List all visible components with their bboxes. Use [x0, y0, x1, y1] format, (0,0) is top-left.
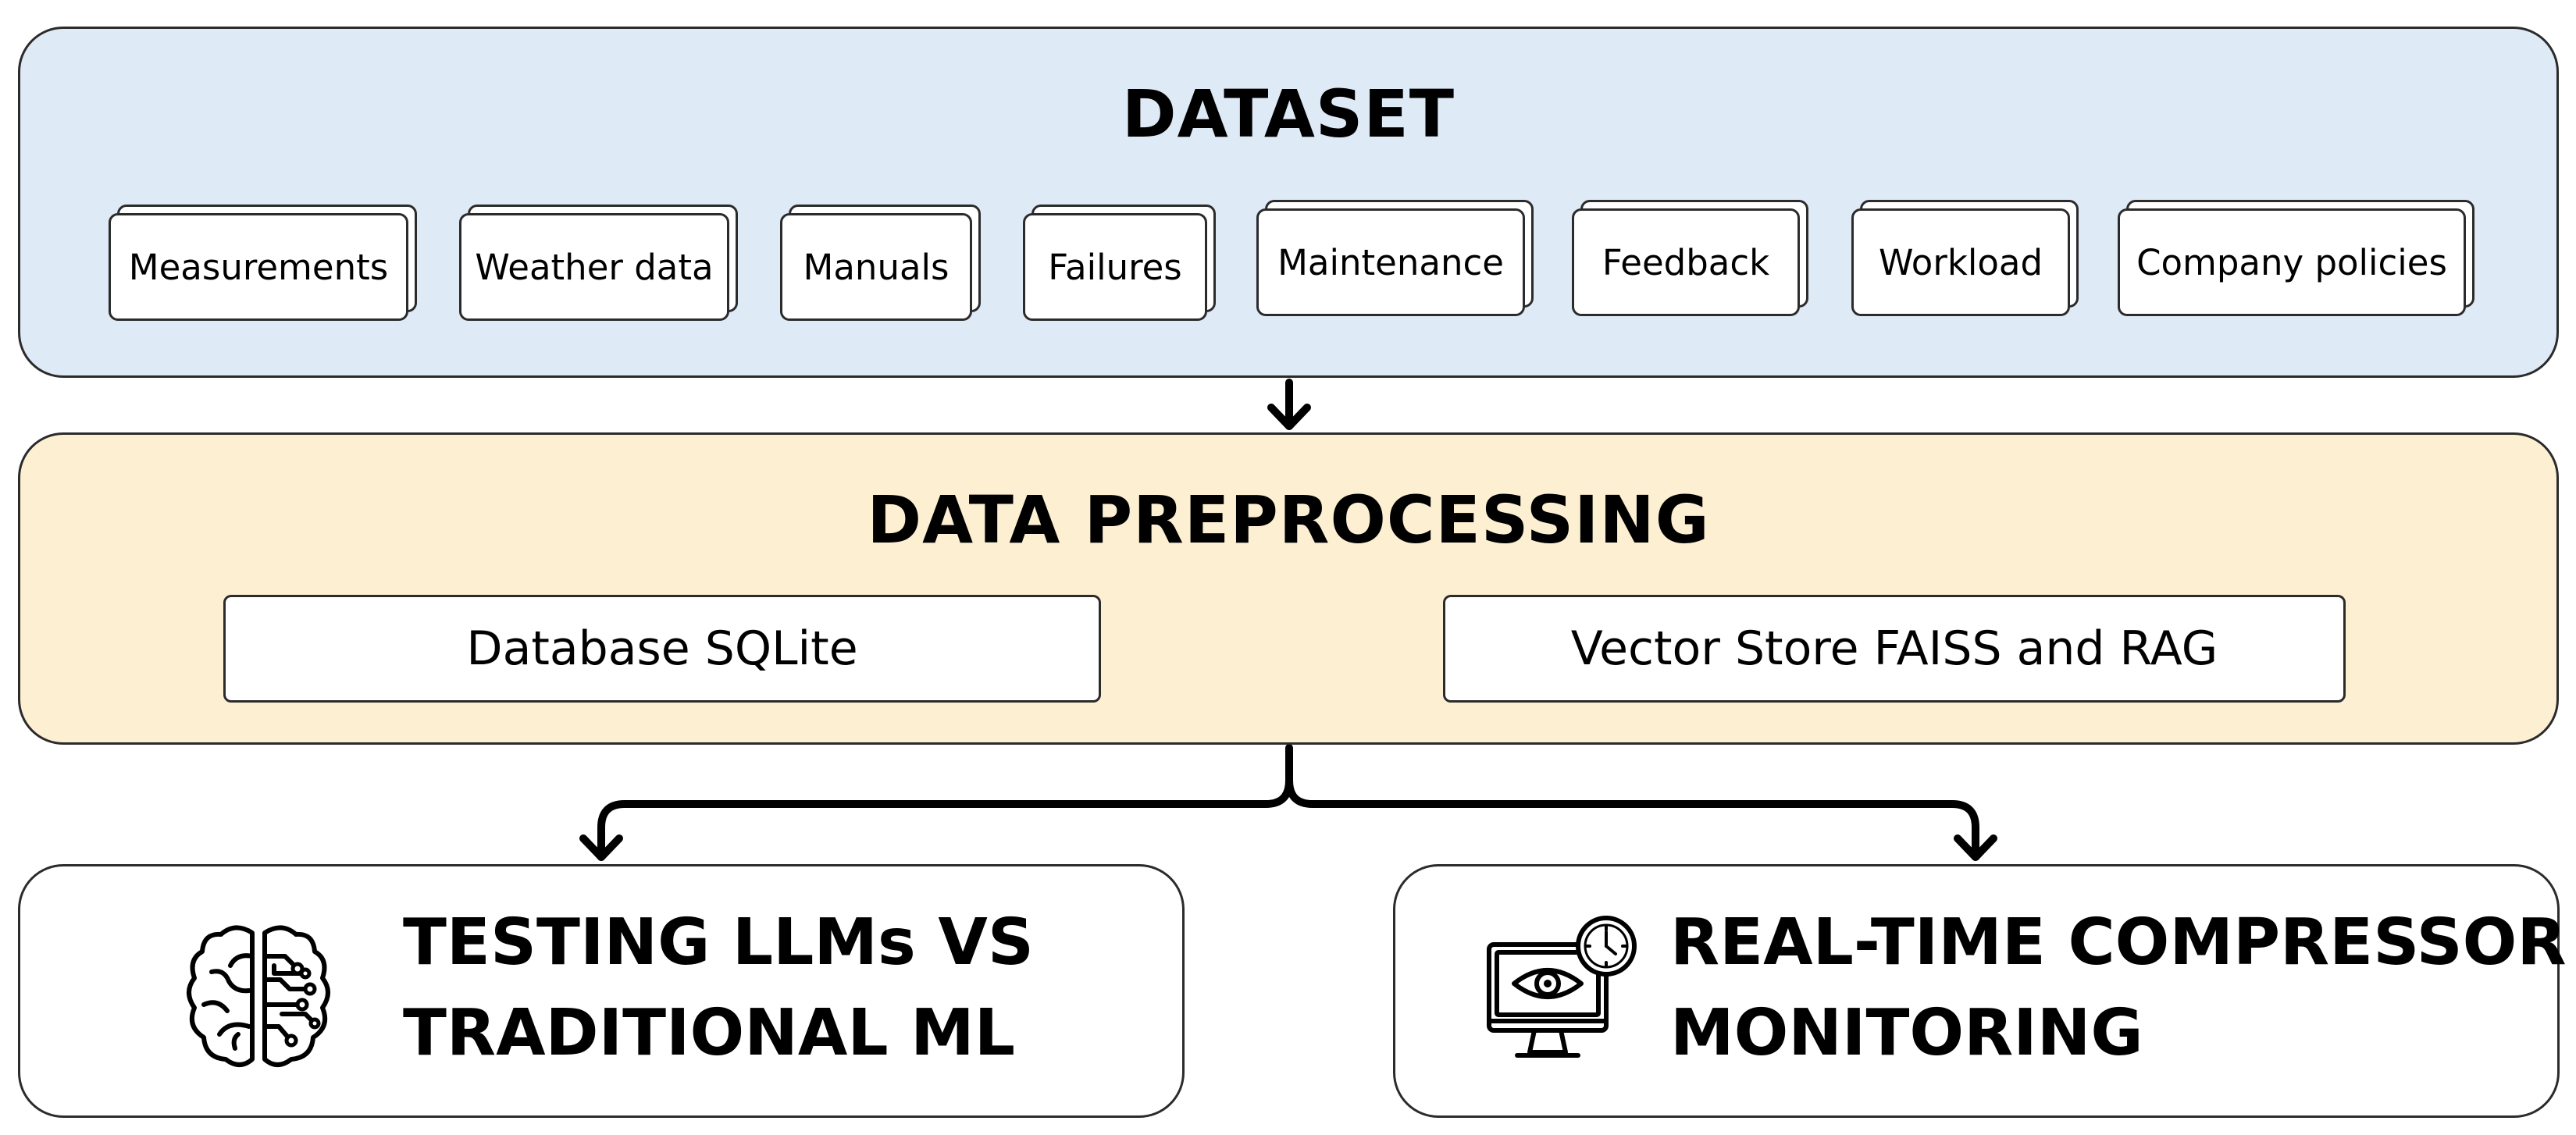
dataset-item-measurements: Measurements	[109, 205, 417, 321]
dataset-panel: DATASET Measurements Weather data Manual…	[18, 27, 2559, 378]
vector-store-label: Vector Store FAISS and RAG	[1570, 621, 2218, 676]
database-sqlite-label: Database SQLite	[466, 621, 858, 676]
monitoring-title: REAL-TIME COMPRESSOR MONITORING	[1670, 898, 2566, 1079]
dataset-item-label: Failures	[1048, 246, 1182, 288]
llm-testing-title: TESTING LLMs VS TRADITIONAL ML	[403, 898, 1034, 1079]
monitoring-title-line1: REAL-TIME COMPRESSOR	[1670, 906, 2567, 980]
arrow-branch-right	[1285, 777, 1979, 861]
dataset-item-manuals: Manuals	[780, 205, 981, 321]
llm-title-line1: TESTING LLMs VS	[403, 906, 1034, 980]
dataset-item-label: Weather data	[475, 246, 714, 288]
dataset-item-feedback: Feedback	[1572, 200, 1808, 316]
dataset-item-weather-data: Weather data	[459, 205, 738, 321]
dataset-item-label: Feedback	[1602, 241, 1770, 283]
dataset-item-label: Workload	[1878, 241, 2043, 283]
dataset-item-label: Maintenance	[1277, 241, 1504, 283]
dataset-item-failures: Failures	[1023, 205, 1216, 321]
arrowhead-left-down	[579, 834, 623, 861]
monitor-eye-clock-icon	[1487, 916, 1637, 1058]
vector-store-box: Vector Store FAISS and RAG	[1443, 595, 2346, 703]
arrowhead-right-down	[1954, 834, 1997, 861]
dataset-item-company-policies: Company policies	[2118, 200, 2474, 316]
dataset-item-maintenance: Maintenance	[1256, 200, 1534, 316]
dataset-item-label: Measurements	[128, 246, 389, 288]
monitoring-panel: REAL-TIME COMPRESSOR MONITORING	[1393, 864, 2566, 1118]
arrowhead-down	[1267, 404, 1311, 430]
llm-title-line2: TRADITIONAL ML	[403, 996, 1016, 1070]
llm-testing-panel: TESTING LLMs VS TRADITIONAL ML	[18, 864, 1185, 1118]
monitoring-title-line2: MONITORING	[1670, 996, 2143, 1070]
dataset-item-label: Manuals	[803, 246, 950, 288]
preprocessing-panel: DATA PREPROCESSING Database SQLite Vecto…	[18, 432, 2559, 745]
database-sqlite-box: Database SQLite	[223, 595, 1101, 703]
dataset-title: DATASET	[1121, 76, 1455, 152]
preprocessing-title: DATA PREPROCESSING	[867, 482, 1710, 558]
arrow-branch-left	[597, 744, 1293, 861]
brain-circuit-icon	[187, 925, 330, 1067]
dataset-item-workload: Workload	[1851, 200, 2079, 316]
dataset-item-label: Company policies	[2136, 241, 2447, 283]
